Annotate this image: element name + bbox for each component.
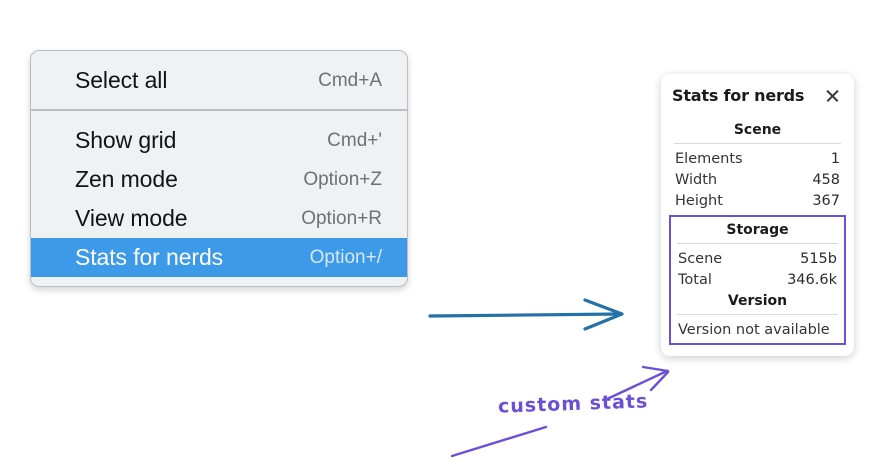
- purple-leader-line: [450, 425, 548, 458]
- stats-panel-header: Stats for nerds: [672, 86, 843, 105]
- menu-item-label: Stats for nerds: [75, 244, 224, 270]
- stat-label: Total: [678, 271, 712, 288]
- stat-value: 458: [812, 171, 840, 188]
- custom-stats-region: Storage Scene 515b Total 346.6k Version …: [669, 215, 846, 345]
- stat-row-storage-total: Total 346.6k: [675, 269, 840, 290]
- annotation-label-custom-stats: custom stats: [497, 390, 649, 418]
- stat-row-height: Height 367: [672, 190, 843, 211]
- stats-for-nerds-panel: Stats for nerds Scene Elements 1 Width 4…: [661, 74, 854, 356]
- scene-section: Scene Elements 1 Width 458 Height 367: [672, 119, 843, 211]
- canvas-context-menu[interactable]: Select all Cmd+A Show grid Cmd+' Zen mod…: [30, 50, 408, 287]
- menu-group-1: Select all Cmd+A: [31, 51, 407, 109]
- stat-value: 346.6k: [787, 271, 837, 288]
- menu-item-zen-mode[interactable]: Zen mode Option+Z: [31, 160, 407, 199]
- section-divider: [674, 143, 841, 144]
- menu-group-2: Show grid Cmd+' Zen mode Option+Z View m…: [31, 109, 407, 286]
- stat-label: Height: [675, 192, 723, 209]
- section-divider: [677, 243, 838, 244]
- menu-item-shortcut: Option+/: [309, 246, 382, 268]
- menu-item-shortcut: Option+Z: [303, 168, 382, 190]
- menu-item-shortcut: Cmd+': [327, 129, 382, 151]
- stats-panel-title: Stats for nerds: [672, 86, 805, 105]
- stat-label: Elements: [675, 150, 743, 167]
- storage-section-heading: Storage: [726, 222, 789, 238]
- version-value: Version not available: [678, 322, 830, 338]
- menu-item-shortcut: Option+R: [301, 207, 382, 229]
- menu-item-shortcut: Cmd+A: [318, 69, 382, 91]
- storage-section: Storage Scene 515b Total 346.6k: [675, 219, 840, 290]
- version-section: Version Version not available: [675, 290, 840, 339]
- stat-value: 367: [812, 192, 840, 209]
- stat-value: 515b: [800, 250, 837, 267]
- menu-item-label: Select all: [75, 67, 168, 93]
- menu-item-label: View mode: [75, 205, 188, 231]
- version-section-heading: Version: [727, 293, 788, 309]
- menu-item-label: Zen mode: [75, 166, 178, 192]
- stat-label: Width: [675, 171, 718, 188]
- menu-item-select-all[interactable]: Select all Cmd+A: [31, 61, 407, 100]
- blue-arrow-to-panel: [428, 298, 624, 331]
- menu-item-label: Show grid: [75, 127, 177, 153]
- menu-item-view-mode[interactable]: View mode Option+R: [31, 199, 407, 238]
- section-divider: [677, 314, 838, 315]
- scene-section-heading: Scene: [733, 122, 782, 138]
- stat-row-elements: Elements 1: [672, 148, 843, 169]
- stat-label: Scene: [678, 250, 723, 267]
- stat-row-storage-scene: Scene 515b: [675, 248, 840, 269]
- stat-value: 1: [830, 150, 840, 167]
- menu-item-stats-for-nerds[interactable]: Stats for nerds Option+/: [31, 238, 407, 277]
- stat-row-width: Width 458: [672, 169, 843, 190]
- close-icon[interactable]: [824, 87, 841, 104]
- menu-item-show-grid[interactable]: Show grid Cmd+': [31, 121, 407, 160]
